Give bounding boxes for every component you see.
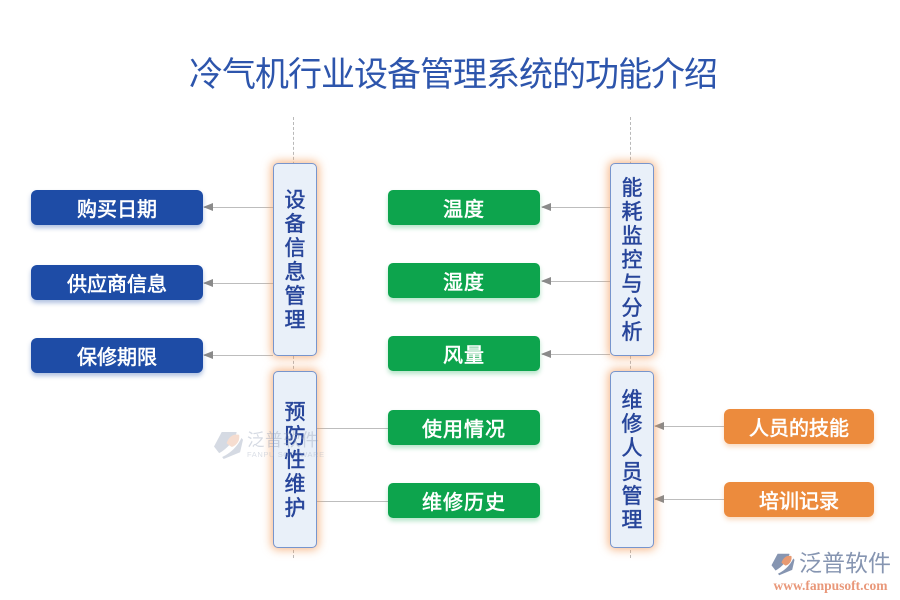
connector-preventive-usage: [317, 428, 388, 429]
module-energy-monitoring-label: 能 耗 监 控 与 分 析: [621, 175, 643, 344]
item-humidity: 湿度: [388, 263, 540, 298]
item-supplier-info: 供应商信息: [31, 265, 203, 300]
module-personnel-management: 维 修 人 员 管 理: [610, 371, 654, 548]
module-personnel-management-label: 维 修 人 员 管 理: [621, 387, 643, 532]
module-energy-monitoring: 能 耗 监 控 与 分 析: [610, 163, 654, 356]
connector-personnel-training: [654, 495, 724, 503]
connector-preventive-repair-history: [317, 501, 388, 502]
module-equipment-info: 设 备 信 息 管 理: [273, 163, 317, 356]
module-preventive-maintenance: 预 防 性 维 护: [273, 371, 317, 548]
item-personnel-skills: 人员的技能: [724, 409, 874, 444]
connector-equipment-warranty: [203, 351, 273, 359]
arrowhead-left-icon: [541, 350, 551, 358]
item-airflow: 风量: [388, 336, 540, 371]
arrowhead-left-icon: [541, 203, 551, 211]
connector-energy-temperature: [541, 203, 610, 211]
footer-logo: 泛普软件 www.fanpusoft.com: [770, 551, 891, 594]
fanpu-logo-icon: [214, 431, 243, 460]
module-equipment-info-label: 设 备 信 息 管 理: [284, 187, 306, 332]
arrowhead-left-icon: [203, 203, 213, 211]
connector-equipment-purchase-date: [203, 203, 273, 211]
item-training-records: 培训记录: [724, 482, 874, 517]
arrowhead-left-icon: [541, 277, 551, 285]
arrowhead-left-icon: [203, 279, 213, 287]
item-repair-history: 维修历史: [388, 483, 540, 518]
item-purchase-date: 购买日期: [31, 190, 203, 225]
arrowhead-left-icon: [654, 495, 664, 503]
connector-equipment-supplier-info: [203, 279, 273, 287]
item-temperature: 温度: [388, 190, 540, 225]
module-preventive-maintenance-label: 预 防 性 维 护: [284, 399, 306, 520]
arrowhead-left-icon: [654, 422, 664, 430]
connector-energy-airflow: [541, 350, 610, 358]
page-title: 冷气机行业设备管理系统的功能介绍: [189, 57, 718, 94]
item-warranty-period: 保修期限: [31, 338, 203, 373]
arrowhead-left-icon: [203, 351, 213, 359]
footer-website: www.fanpusoft.com: [773, 578, 888, 593]
connector-energy-humidity: [541, 277, 610, 285]
fanpu-logo-icon: [771, 553, 795, 575]
connector-personnel-skills: [654, 422, 724, 430]
item-usage-status: 使用情况: [388, 410, 540, 445]
footer-brand: 泛普软件: [799, 551, 891, 576]
